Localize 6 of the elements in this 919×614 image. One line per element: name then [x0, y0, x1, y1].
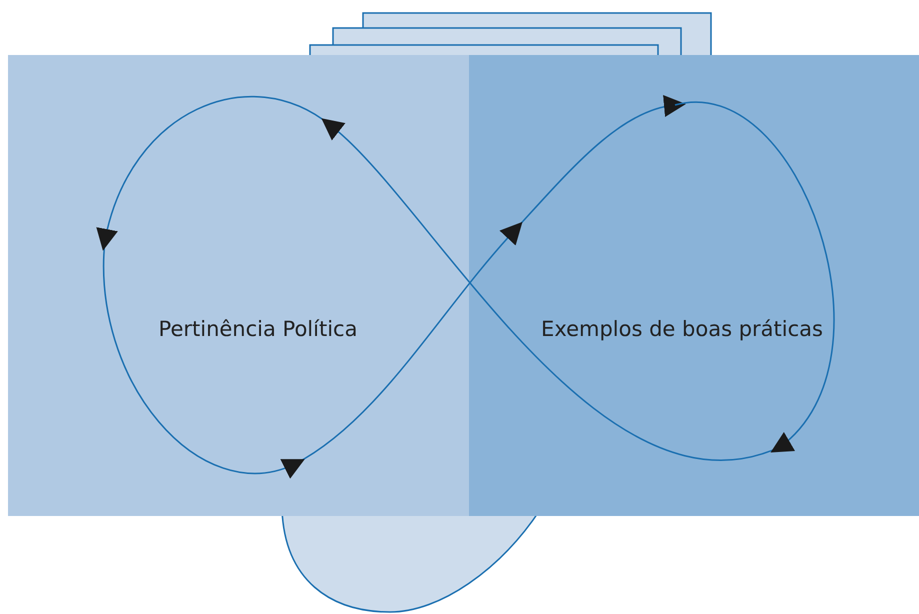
loop-arrow: [102, 95, 686, 478]
panel: [469, 55, 919, 516]
panel: [8, 55, 469, 516]
panel-label: Exemplos de boas práticas: [541, 317, 823, 341]
loop-arrow: [96, 96, 835, 461]
panel-label: Pertinência Política: [158, 317, 358, 341]
